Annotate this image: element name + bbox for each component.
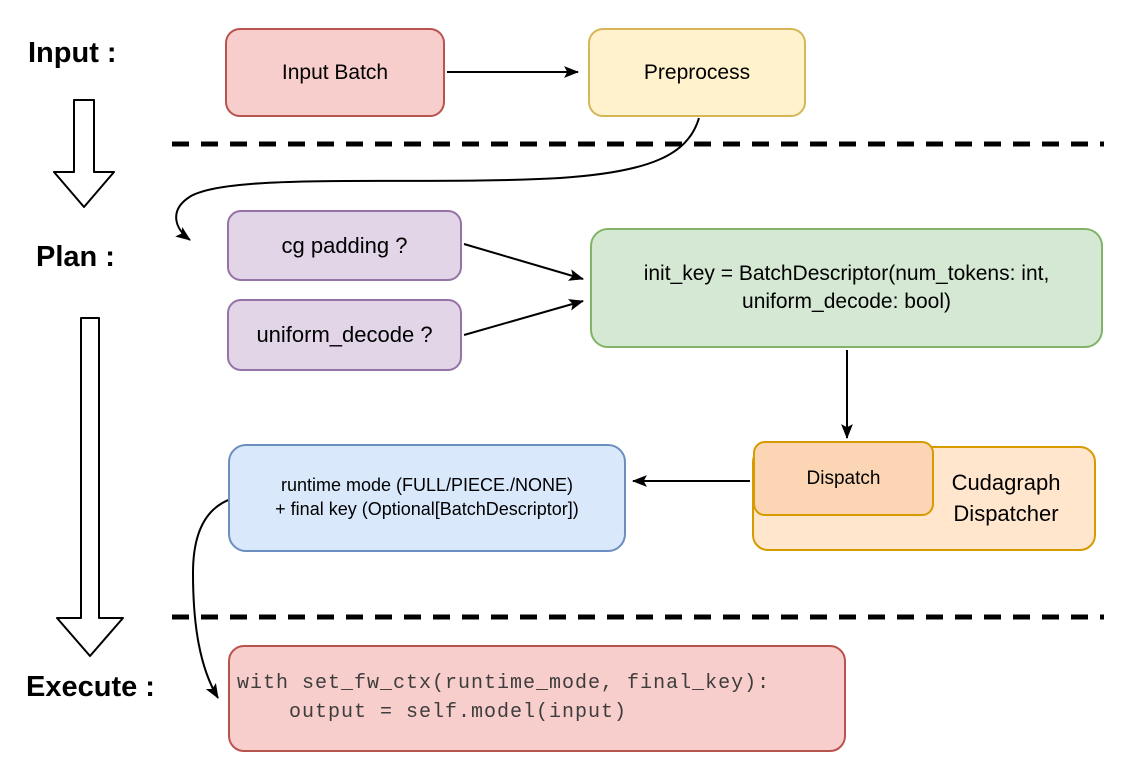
input-batch-label: Input Batch bbox=[281, 60, 389, 84]
execute-code-line1: with set_fw_ctx(runtime_mode, final_key)… bbox=[237, 672, 771, 696]
execute-code-node: with set_fw_ctx(runtime_mode, final_key)… bbox=[228, 645, 846, 752]
connector-runtime-mode-to-execute-code bbox=[191, 498, 232, 699]
cg-padding-node: cg padding ? bbox=[227, 210, 462, 281]
runtime-mode-line2: + final key (Optional[BatchDescriptor]) bbox=[275, 499, 579, 519]
runtime-mode-line1: runtime mode (FULL/PIECE./NONE) bbox=[280, 475, 574, 496]
cg-padding-label: cg padding ? bbox=[281, 232, 408, 258]
init-key-node: init_key = BatchDescriptor(num_tokens: i… bbox=[590, 228, 1103, 348]
uniform-decode-label: uniform_decode ? bbox=[256, 322, 433, 348]
connector-cg-padding-to-init-key bbox=[463, 243, 585, 281]
dispatch-label: Dispatch bbox=[806, 467, 881, 489]
uniform-decode-node: uniform_decode ? bbox=[227, 299, 462, 371]
cudagraph-dispatcher-line1: Cudagraph bbox=[951, 469, 1061, 495]
cudagraph-dispatcher-line2: Dispatcher bbox=[953, 501, 1059, 527]
section-label-execute: Execute : bbox=[26, 671, 155, 703]
init-key-line2: uniform_decode: bool) bbox=[742, 290, 951, 313]
input-batch-node: Input Batch bbox=[225, 28, 445, 117]
dispatch-node: Dispatch bbox=[753, 441, 934, 516]
cudagraph-dispatcher-label: Cudagraph Dispatcher bbox=[926, 467, 1086, 531]
execute-code-line2: output = self.model(input) bbox=[237, 700, 628, 724]
stage-arrow-input-to-plan-icon bbox=[53, 99, 115, 208]
section-label-plan: Plan : bbox=[36, 241, 115, 273]
stage-arrow-plan-to-execute-icon bbox=[56, 317, 124, 657]
connector-preprocess-to-cg-padding bbox=[175, 117, 700, 241]
init-key-line1: init_key = BatchDescriptor(num_tokens: i… bbox=[643, 262, 1050, 286]
runtime-mode-node: runtime mode (FULL/PIECE./NONE) + final … bbox=[228, 444, 626, 552]
section-label-input: Input : bbox=[28, 37, 117, 69]
preprocess-node: Preprocess bbox=[588, 28, 806, 117]
connector-uniform-decode-to-init-key bbox=[463, 299, 585, 336]
preprocess-label: Preprocess bbox=[643, 60, 751, 84]
